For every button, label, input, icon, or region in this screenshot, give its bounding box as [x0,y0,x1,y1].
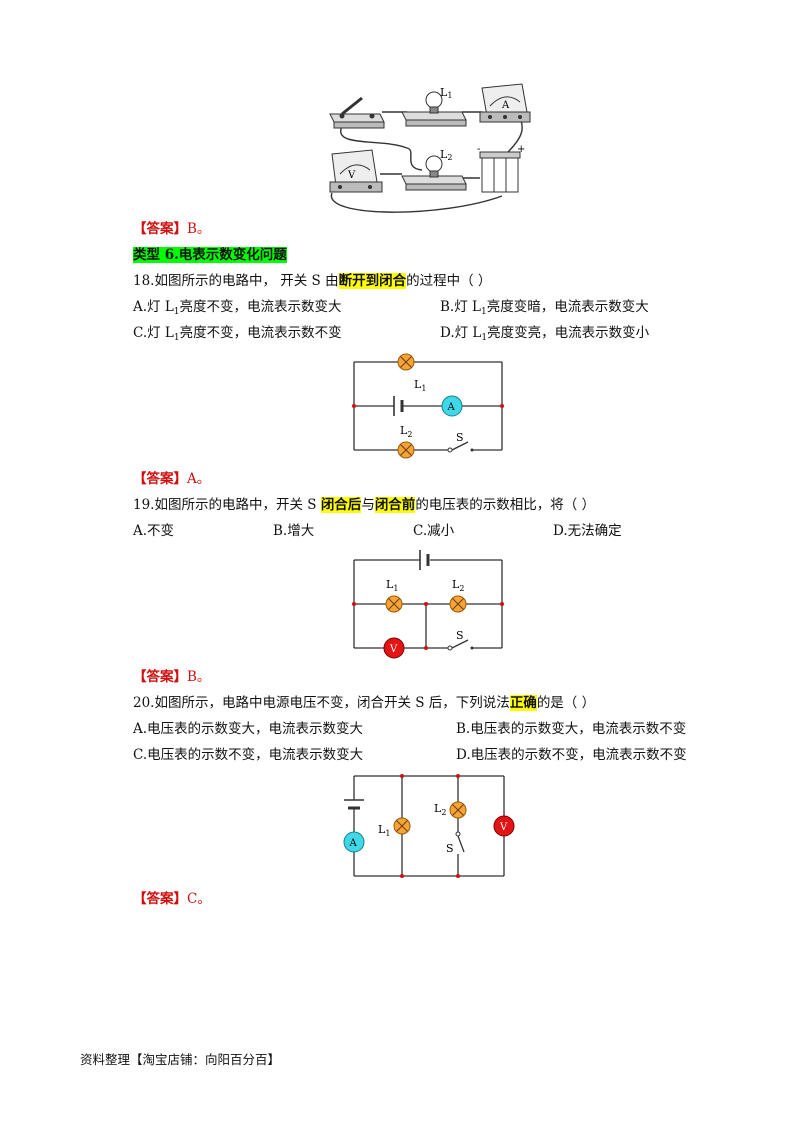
q19-circuit-diagram: V L1 L2 S [352,550,504,659]
q20-option-c: C.电压表的示数不变，电流表示数变大 [133,747,364,763]
switch-label: S [456,431,464,444]
q20-option-d: D.电压表的示数不变，电流表示数不变 [456,747,687,763]
l2-label: L2 [434,802,446,817]
ammeter-label: A [349,838,358,849]
l1-label: L1 [414,378,426,393]
section-title: 类型 6.电表示数变化问题 [133,247,287,263]
lamp-l1 [401,91,467,127]
q20-stem: 20.如图所示，电路中电源电压不变，闭合开关 S 后，下列说法正确的是（ ） [133,695,596,711]
voltmeter-label: V [389,644,398,655]
lamp-top [397,353,415,371]
answer-17: 【答案】B。 [133,221,211,237]
page-footer: 资料整理【淘宝店铺：向阳百分百】 [80,1052,281,1067]
lamp-l2 [449,801,467,819]
voltmeter-label: V [499,822,508,833]
voltmeter [329,149,383,193]
switch-label: S [446,842,454,855]
lamp-l1 [385,595,403,613]
lamp-l2 [449,595,467,613]
lamp-l1-label: L1 [440,86,452,100]
lamp-l2-label: L2 [440,148,452,162]
ammeter [479,83,531,123]
ammeter [343,831,365,853]
voltmeter [493,815,515,837]
battery-minus: - [477,144,480,155]
q18-option-c: C.灯 L1亮度不变，电流表示数不变 [133,325,342,343]
knife-switch [329,96,385,129]
q18-option-a: A.灯 L1亮度不变，电流表示数变大 [133,299,342,317]
voltmeter-label: V [347,170,356,181]
q20-option-a: A.电压表的示数变大，电流表示数变大 [133,721,364,737]
q18-circuit-diagram: A L1 L2 S [352,353,504,459]
answer-20: 【答案】C。 [133,891,211,907]
l2-label: L2 [400,424,412,439]
battery-plus: + [517,144,525,155]
q19-option-c: C.减小 [413,523,455,539]
ammeter-label: A [501,100,510,111]
q19-option-a: A.不变 [133,523,175,539]
l1-label: L1 [386,578,398,593]
battery-box [479,151,521,193]
ammeter-label: A [447,402,456,413]
l2-label: L2 [452,578,464,593]
switch-label: S [456,629,464,642]
switch-blade [457,835,465,853]
switch-blade [451,441,469,451]
lamp-l2 [401,155,467,191]
switch-blade [451,639,469,649]
q18-stem: 18.如图所示的电路中， 开关 S 由断开到闭合的过程中（ ） [133,273,492,289]
lamp-l2 [397,441,415,459]
q17-apparatus-figure: L1 A V L2 - + [329,83,531,213]
q18-option-d: D.灯 L1亮度变亮，电流表示数变小 [440,325,650,343]
answer-19: 【答案】B。 [133,669,211,685]
q19-option-b: B.增大 [273,523,315,539]
q19-stem: 19.如图所示的电路中，开关 S 闭合后与闭合前的电压表的示数相比，将（ ） [133,497,596,513]
q20-circuit-diagram: A V L1 L2 S [343,774,515,878]
ammeter [441,395,463,417]
answer-18: 【答案】A。 [133,471,211,487]
q18-option-b: B.灯 L1亮度变暗，电流表示数变大 [440,299,649,317]
lamp-l1 [393,817,411,835]
q19-option-d: D.无法确定 [553,523,622,539]
voltmeter [383,637,405,659]
q20-option-b: B.电压表的示数变大，电流表示数不变 [456,721,687,737]
l1-label: L1 [378,823,390,838]
